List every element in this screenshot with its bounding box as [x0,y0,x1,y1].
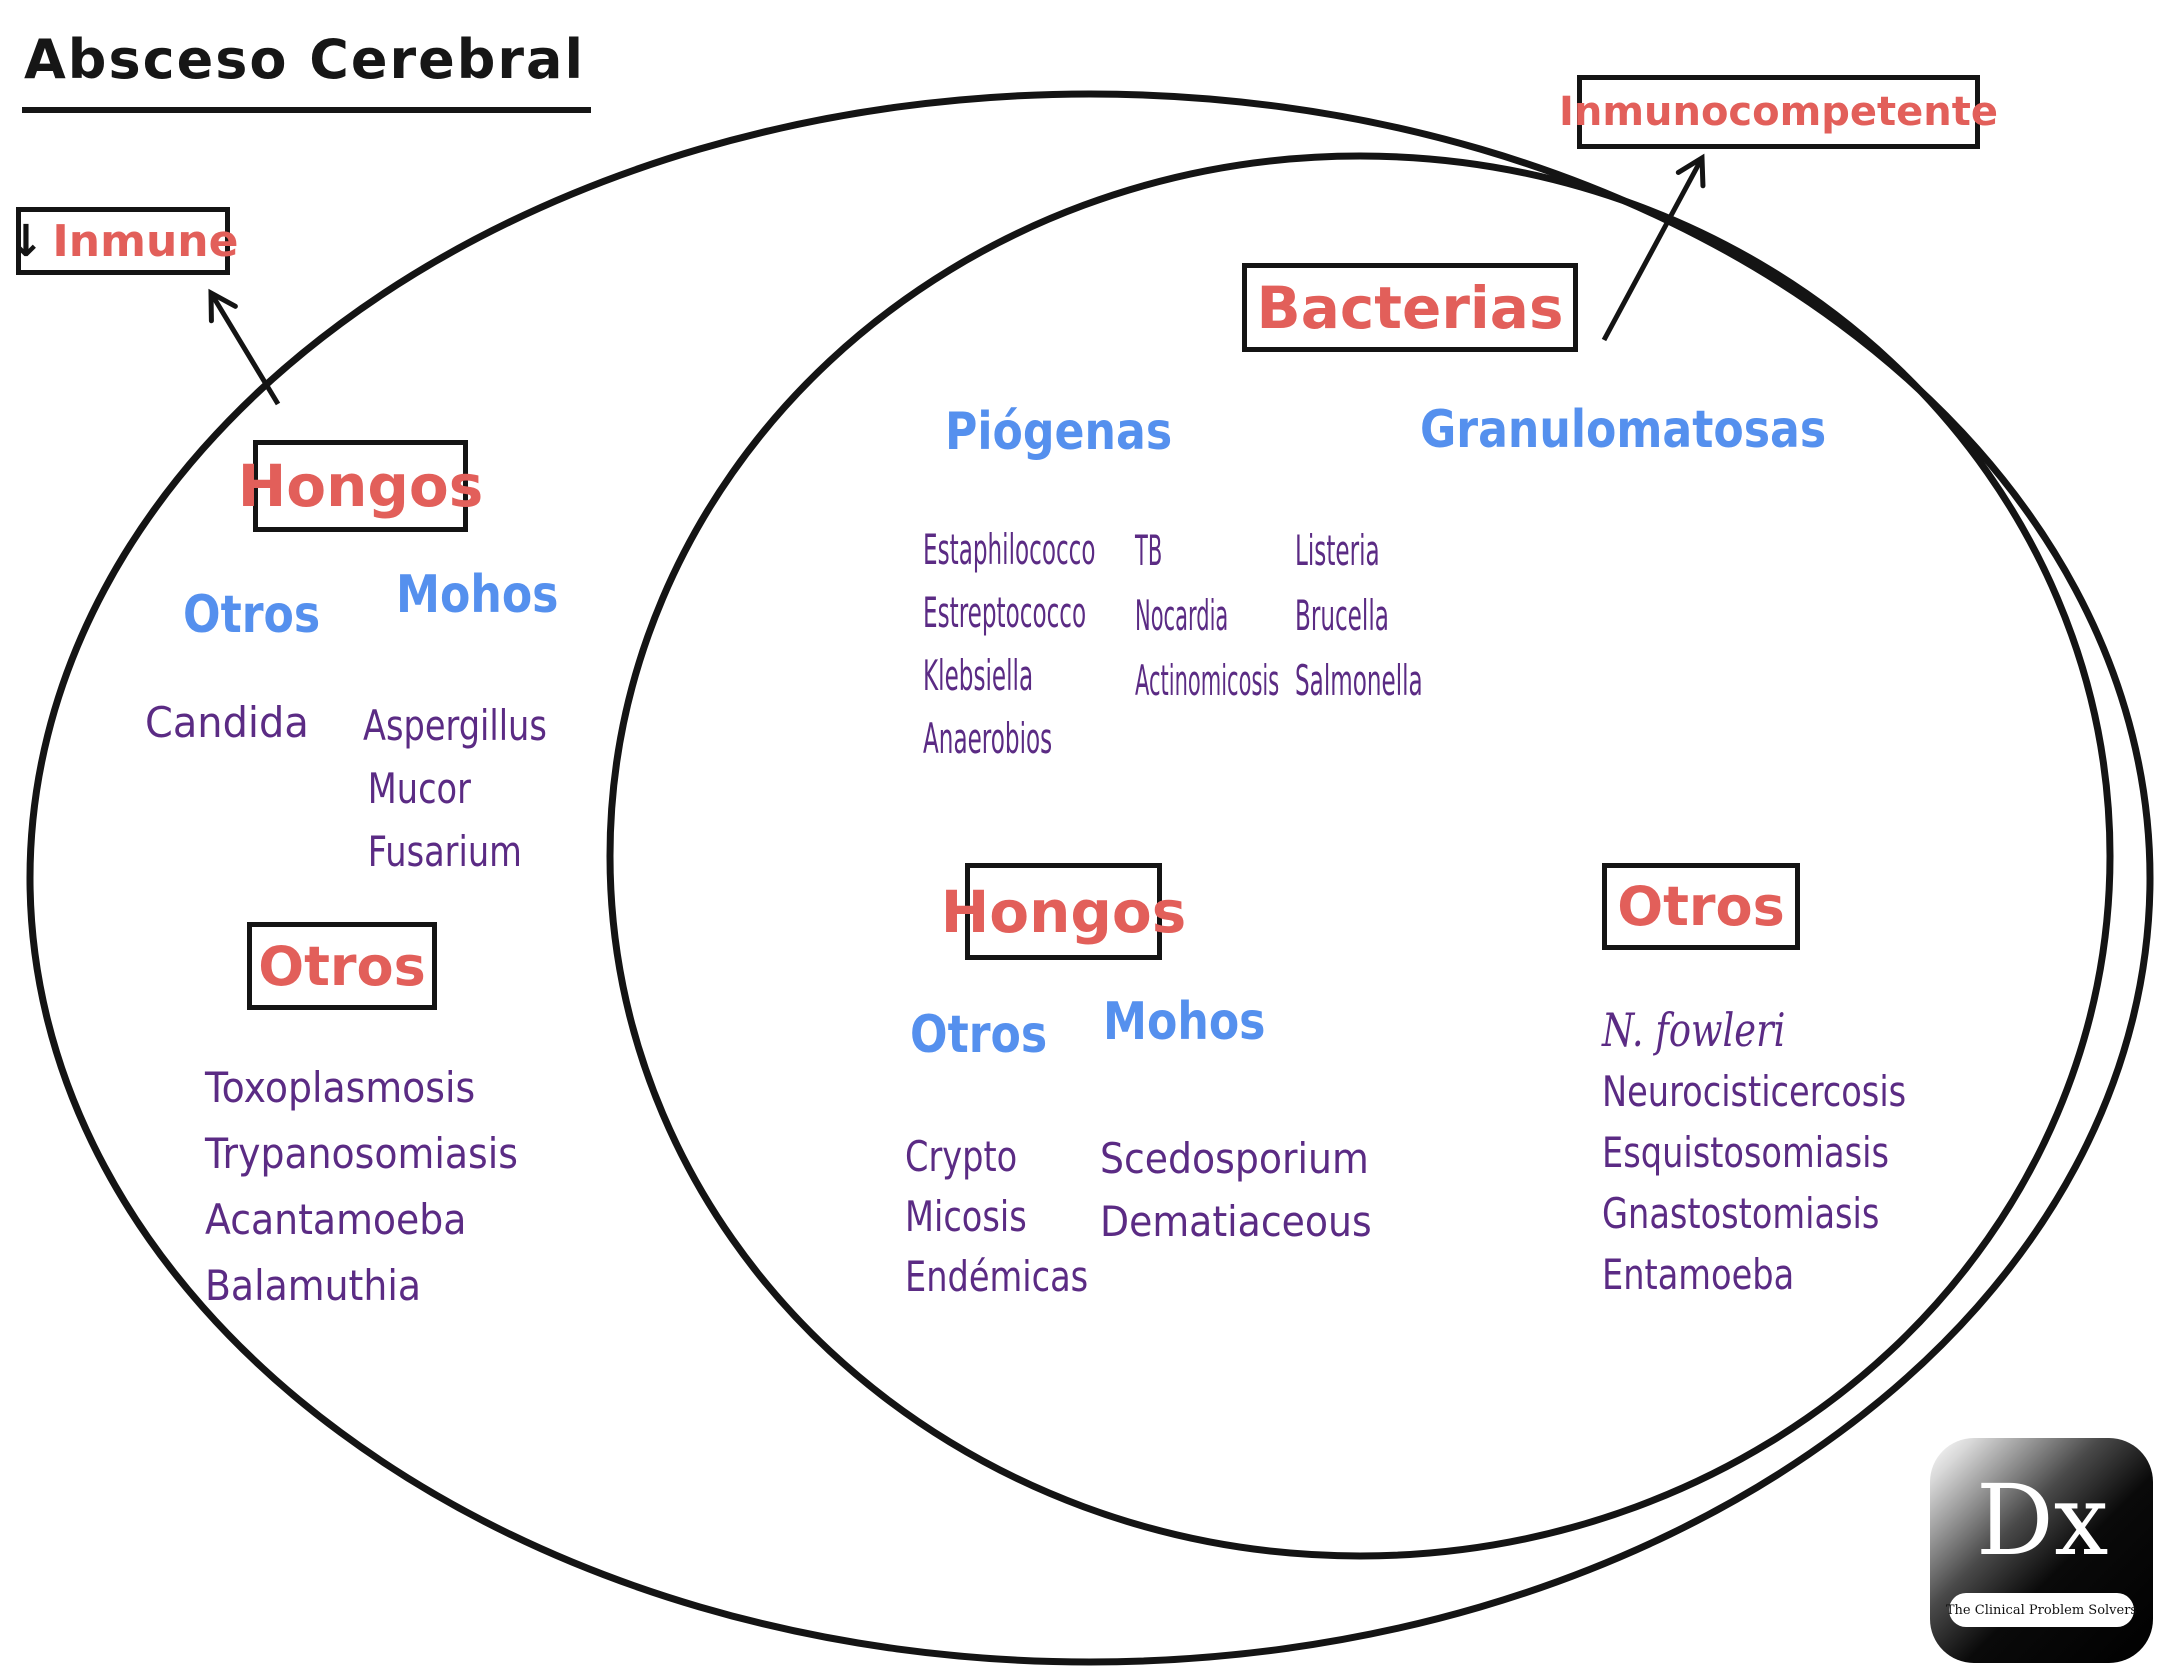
granulomatosas-col1: TB Nocardia Actinomicosis [1135,518,1279,713]
list-item: Entamoeba [1602,1250,1795,1299]
list-item: Candida [145,698,309,747]
list-item: Micosis [905,1192,1027,1241]
inmune-callout-box: ↓ Inmune [8,207,238,275]
list-item: Mucor [367,764,471,813]
inmune-label: Inmune [52,215,239,267]
inmunocompetente-label: Inmunocompetente [1558,89,1999,135]
list-item: Estaphilococco [923,525,1096,574]
list-item: Esquistosomiasis [1602,1128,1889,1177]
list-item: TB [1135,526,1163,575]
arrow-to-inmunocompetente [1601,153,1706,342]
list-item: Crypto [905,1132,1018,1181]
otros-right-header-box: Otros [1602,863,1800,950]
list-item: Scedosporium [1100,1134,1369,1183]
list-item: Acantamoeba [205,1195,467,1244]
list-item: Listeria [1295,526,1380,575]
list-item: Trypanosomiasis [205,1129,518,1178]
otros-left-header-box: Otros [247,922,437,1010]
list-item: Fusarium [367,827,522,876]
list-item: Klebsiella [923,651,1034,700]
list-item: Neurocisticercosis [1602,1067,1907,1116]
bacterias-header-box: Bacterias [1242,263,1578,352]
mohos-mid-list: Scedosporium Dematiaceous [1100,1127,1372,1253]
otros-right-list: N. fowleri Neurocisticercosis Esquistoso… [1602,1000,1906,1305]
logo-tagline: The Clinical Problem Solvers [1946,1593,2137,1627]
otros-left-header: Otros [258,934,426,998]
otros-mid-list: Crypto Micosis Endémicas [905,1127,1088,1307]
clinical-problem-solvers-logo: Dx The Clinical Problem Solvers [1930,1438,2153,1663]
otros-right-header: Otros [1617,875,1785,938]
otros-mid-subhead: Otros [910,1005,1048,1065]
hongos-mid-header: Hongos [940,877,1187,946]
hongos-left-header-box: Hongos [238,440,483,532]
otros-left-list: Toxoplasmosis Trypanosomiasis Acantamoeb… [205,1055,518,1319]
piogenas-subhead: Piógenas [945,402,1173,462]
list-item: N. fowleri [1602,1003,1786,1057]
outer-ellipse-immunosuppressed [26,90,2154,1666]
candida-list: Candida [145,698,309,748]
list-item: Aspergillus [363,701,547,750]
dx-monogram: Dx [1976,1464,2109,1577]
list-item: Toxoplasmosis [205,1063,476,1112]
page-title: Absceso Cerebral [22,28,592,113]
bacterias-header: Bacterias [1256,273,1564,342]
granulomatosas-col2: Listeria Brucella Salmonella [1295,518,1423,713]
list-item: Gnastostomiasis [1602,1189,1880,1238]
list-item: Endémicas [905,1252,1089,1301]
piogenas-list: Estaphilococco Estreptococco Klebsiella … [923,518,1095,770]
arrow-to-inmune [208,288,281,406]
list-item: Brucella [1295,591,1389,640]
list-item: Balamuthia [205,1261,421,1310]
list-item: Anaerobios [923,714,1053,763]
granulomatosas-subhead: Granulomatosas [1420,400,1827,460]
inner-circle-immunocompetent [606,152,2114,1560]
hongos-left-header: Hongos [237,452,484,520]
list-item: Salmonella [1295,656,1423,705]
down-arrow-icon: ↓ [7,215,45,267]
list-item: Dematiaceous [1100,1197,1372,1246]
list-item: Nocardia [1135,591,1229,640]
otros-left-subhead: Otros [183,585,321,645]
mohos-mid-subhead: Mohos [1103,992,1266,1052]
hongos-mid-header-box: Hongos [941,863,1186,960]
mohos-left-subhead: Mohos [396,565,559,625]
inmunocompetente-callout-box: Inmunocompetente [1559,75,1998,149]
list-item: Estreptococco [923,588,1087,637]
list-item: Actinomicosis [1135,656,1280,705]
mohos-left-list: Aspergillus Mucor Fusarium [363,694,547,883]
